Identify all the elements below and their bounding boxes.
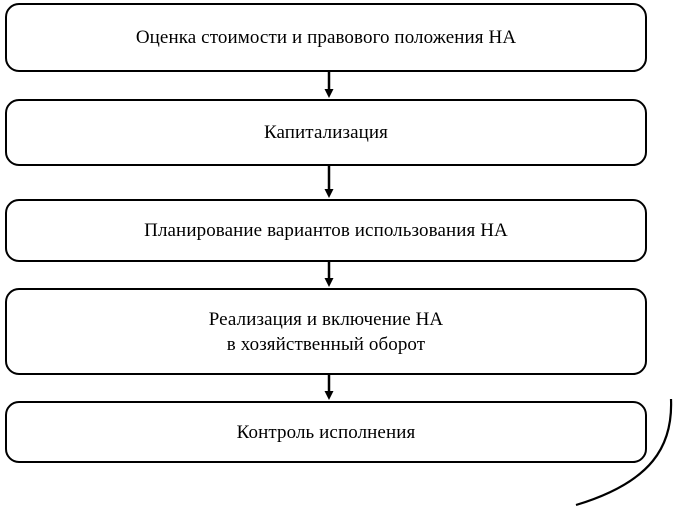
- process-box-implementation[interactable]: Реализация и включение НА в хозяйственны…: [5, 288, 647, 375]
- process-box-control[interactable]: Контроль исполнения: [5, 401, 647, 463]
- process-box-capitalization-label: Капитализация: [263, 122, 389, 143]
- process-box-control-label: Контроль исполнения: [236, 421, 416, 443]
- process-box-capitalization[interactable]: Капитализация: [5, 99, 647, 166]
- process-box-assessment[interactable]: Оценка стоимости и правового положения Н…: [5, 3, 647, 72]
- process-box-implementation-label: Реализация и включение НА в хозяйственны…: [208, 308, 444, 355]
- process-box-assessment-label: Оценка стоимости и правового положения Н…: [135, 27, 517, 48]
- process-box-planning-label: Планирование вариантов использования НА: [144, 220, 508, 241]
- process-box-planning[interactable]: Планирование вариантов использования НА: [5, 199, 647, 262]
